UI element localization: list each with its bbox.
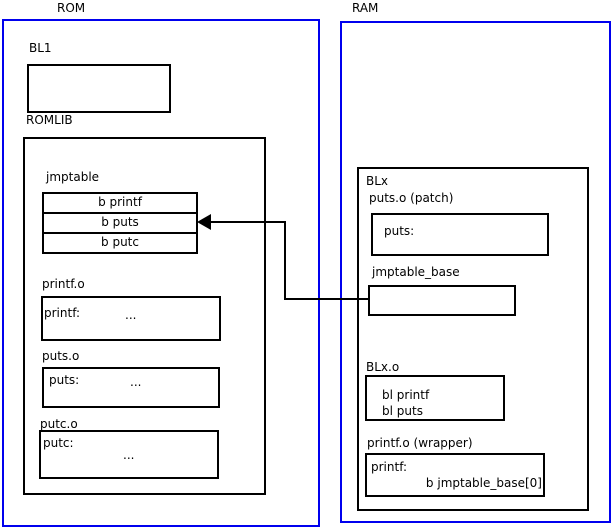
printf-wrapper-label: printf.o (wrapper): [367, 436, 473, 450]
connector-lower-horizontal-line: [284, 298, 368, 300]
putc-symbol: putc:: [43, 436, 74, 450]
printf-wrapper-symbol: printf:: [371, 460, 408, 474]
printf-symbol: printf:: [44, 306, 81, 320]
printf-ellipsis: ...: [125, 308, 137, 322]
arrow-left-icon: [197, 214, 211, 230]
puts-symbol: puts:: [49, 373, 80, 387]
connector-vertical-line: [284, 221, 286, 300]
blx-o-label: BLx.o: [366, 360, 400, 374]
rom-frame: [2, 19, 320, 527]
blx-label: BLx: [366, 174, 389, 188]
blx-o-box: [365, 375, 505, 421]
printf-wrapper-box: [365, 453, 545, 497]
bl1-label: BL1: [29, 41, 52, 55]
putc-o-label: putc.o: [40, 417, 78, 431]
connector-upper-horizontal-line: [210, 221, 286, 223]
putc-ellipsis: ...: [123, 448, 135, 462]
printf-o-box: [41, 296, 221, 341]
puts-patch-symbol: puts:: [384, 224, 415, 238]
romlib-label: ROMLIB: [26, 113, 73, 127]
blx-o-line-bl-printf: bl printf: [382, 388, 430, 402]
jmptable-base-label: jmptable_base: [372, 265, 460, 279]
printf-o-label: printf.o: [42, 277, 85, 291]
rom-title: ROM: [57, 1, 86, 15]
puts-ellipsis: ...: [130, 375, 142, 389]
ram-title: RAM: [352, 1, 379, 15]
ram-frame: [340, 21, 611, 523]
jmptable-row-b-putc: b putc: [42, 232, 198, 254]
puts-patch-box: [371, 213, 549, 256]
bl1-box: [27, 64, 171, 113]
printf-wrapper-branch: b jmptable_base[0]: [425, 476, 542, 490]
jmptable-label: jmptable: [46, 170, 100, 184]
putc-o-box: [39, 430, 219, 479]
puts-patch-label: puts.o (patch): [369, 191, 454, 205]
jmptable-base-box: [368, 285, 516, 316]
jmptable-row-b-puts: b puts: [42, 212, 198, 234]
blx-o-line-bl-puts: bl puts: [382, 404, 423, 418]
puts-o-label: puts.o: [42, 349, 80, 363]
puts-o-box: [42, 367, 220, 408]
jmptable-row-b-printf: b printf: [42, 192, 198, 214]
